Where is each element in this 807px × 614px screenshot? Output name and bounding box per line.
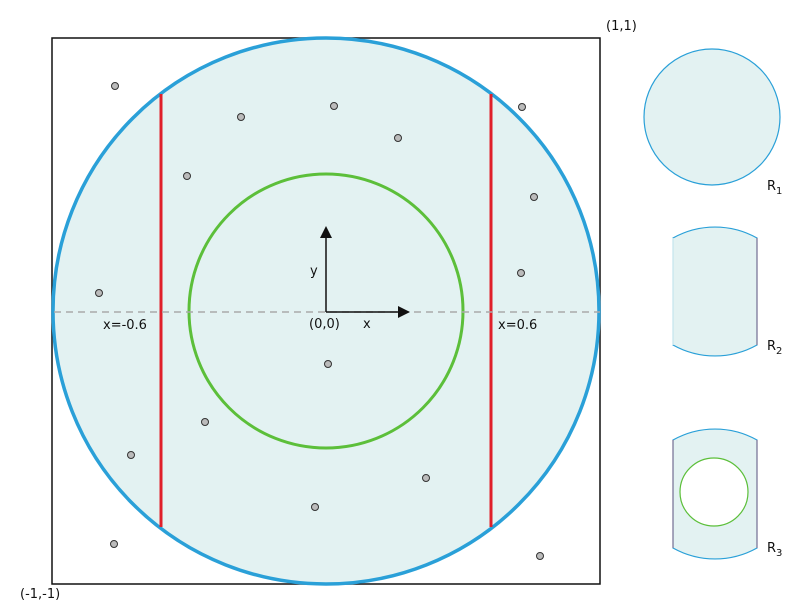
sample-point — [330, 102, 338, 110]
corner-top-right-label: (1,1) — [606, 19, 637, 34]
sample-point — [111, 82, 119, 90]
sample-point — [311, 503, 319, 511]
panel-r2: R2 — [672, 226, 782, 357]
sample-point — [394, 134, 402, 142]
r2-shape — [672, 226, 758, 357]
x-axis-label: x — [363, 317, 371, 332]
panel-r3: R3 — [672, 428, 782, 560]
r3-label: R3 — [767, 541, 782, 559]
sample-point — [422, 474, 430, 482]
r1-label: R1 — [767, 179, 782, 197]
inner-circle — [187, 172, 465, 450]
left-line-label: x=-0.6 — [103, 318, 147, 333]
sample-point — [183, 172, 191, 180]
sample-point — [95, 289, 103, 297]
sample-points — [95, 82, 544, 560]
panel-r1: R1 — [643, 48, 782, 197]
sample-point — [324, 360, 332, 368]
sample-point — [518, 103, 526, 111]
r2-label: R2 — [767, 339, 782, 357]
sample-point — [536, 552, 544, 560]
r3-hole-circle — [679, 457, 749, 527]
y-arrow-head — [320, 226, 332, 238]
sample-point — [530, 193, 538, 201]
sample-point — [201, 418, 209, 426]
sample-point — [127, 451, 135, 459]
corner-bottom-left-label: (-1,-1) — [20, 587, 60, 602]
sample-point — [110, 540, 118, 548]
right-line-label: x=0.6 — [498, 318, 537, 333]
origin-label: (0,0) — [309, 317, 340, 332]
r1-circle — [643, 48, 781, 186]
sample-point — [517, 269, 525, 277]
x-arrow-head — [398, 306, 410, 318]
sample-point — [237, 113, 245, 121]
y-axis-label: y — [310, 264, 318, 279]
